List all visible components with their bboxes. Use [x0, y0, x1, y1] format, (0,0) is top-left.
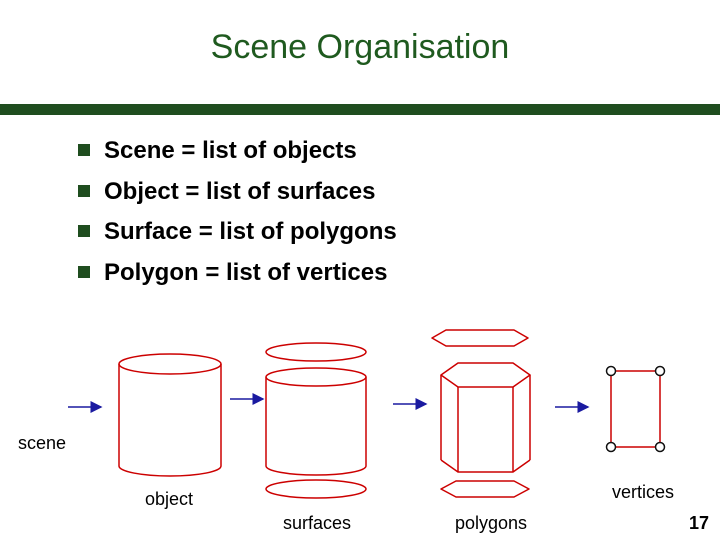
vertex-point [605, 441, 617, 453]
square-bullet-icon [78, 225, 90, 237]
vertex-point [654, 441, 666, 453]
bullet-item: Polygon = list of vertices [78, 258, 397, 299]
polygons-label: polygons [455, 513, 527, 533]
vertex-point [654, 365, 666, 377]
square-bullet-icon [78, 144, 90, 156]
page-number: 17 [689, 513, 709, 533]
square-bullet-icon [78, 265, 90, 278]
bullet-text: Object = list of surfaces [104, 177, 376, 205]
scene-label: scene [18, 433, 66, 453]
polygons-prism-shape [431, 329, 531, 498]
surfaces-label: surfaces [283, 513, 351, 533]
object-cylinder-shape [118, 353, 222, 477]
bullet-text: Polygon = list of vertices [104, 258, 388, 286]
bullet-text: Scene = list of objects [104, 137, 357, 164]
bullet-item: Surface = list of polygons [78, 217, 397, 258]
object-label: object [145, 489, 193, 509]
vertices-label: vertices [612, 482, 674, 502]
vertices-shape [605, 365, 666, 453]
bullet-item: Scene = list of objects [78, 136, 397, 177]
bullet-text: Surface = list of polygons [104, 218, 397, 245]
slide-title: Scene Organisation [210, 28, 510, 66]
surfaces-exploded-shape [265, 342, 367, 499]
bullet-list: Scene = list of objects Object = list of… [78, 136, 397, 298]
square-bullet-icon [78, 184, 90, 197]
vertex-point [605, 365, 617, 377]
bullet-item: Object = list of surfaces [78, 177, 397, 218]
title-divider [0, 104, 720, 115]
